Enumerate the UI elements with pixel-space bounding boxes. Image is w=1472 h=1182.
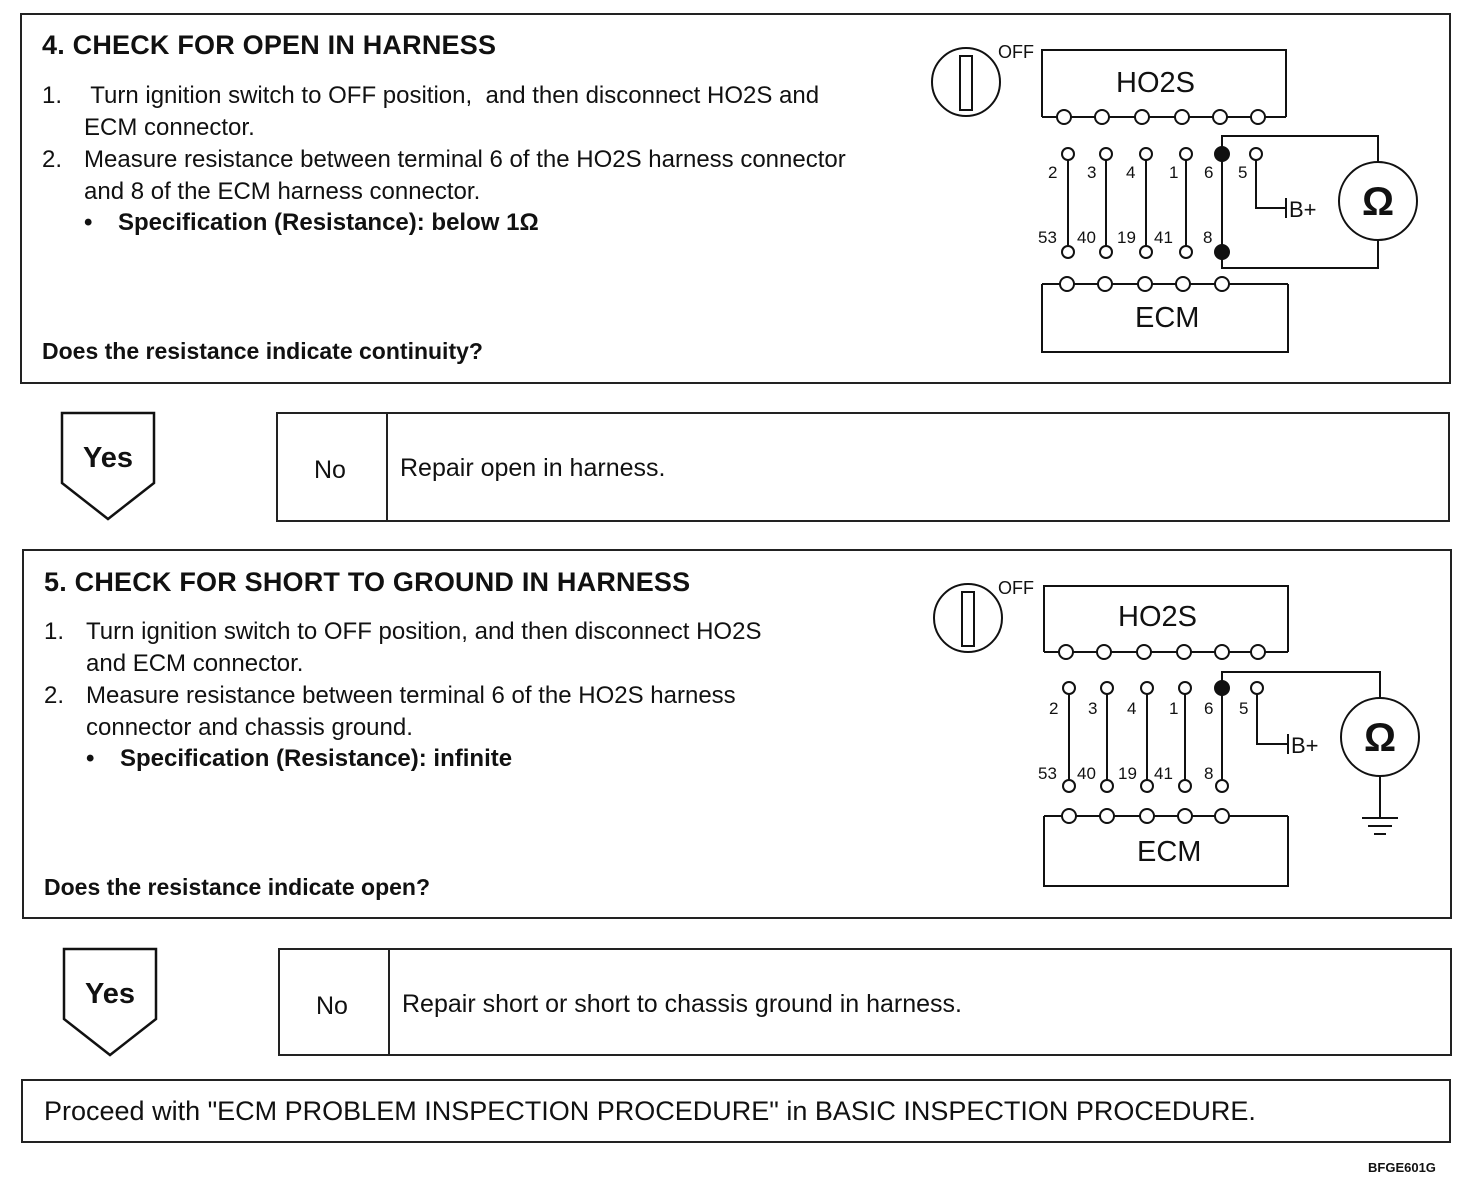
- yes-label: Yes: [85, 978, 135, 1010]
- terminal-label: 40: [1077, 764, 1096, 783]
- terminal-label: 1: [1169, 699, 1178, 718]
- figure-code: BFGE601G: [1368, 1160, 1436, 1175]
- battery-label: B+: [1289, 197, 1317, 222]
- terminal-label: 3: [1087, 163, 1096, 182]
- item-text-line: Turn ignition switch to OFF position, an…: [84, 82, 820, 109]
- step-4-no-action: Repair open in harness.: [400, 454, 666, 482]
- item-text-line: Measure resistance between terminal 6 of…: [86, 682, 736, 709]
- ground-icon: [1362, 817, 1398, 835]
- terminal-label: 1: [1169, 163, 1178, 182]
- ecm-label: ECM: [1137, 836, 1201, 868]
- step-5-panel: [22, 549, 1452, 919]
- terminal-label: 41: [1154, 228, 1173, 247]
- ecm-connector-box: [1043, 816, 1289, 887]
- step-5-no-action: Repair short or short to chassis ground …: [402, 990, 962, 1018]
- step-5-yes-arrow: Yes: [62, 947, 158, 1057]
- ignition-key-slot: [961, 591, 975, 647]
- ignition-switch-icon: [933, 583, 1003, 653]
- step-4-item-2: 2. Measure resistance between terminal 6…: [42, 144, 962, 208]
- step-5-title: 5. CHECK FOR SHORT TO GROUND IN HARNESS: [44, 567, 691, 597]
- no-label: No: [316, 992, 348, 1020]
- ho2s-connector-box: [1041, 49, 1287, 117]
- specification-text: Specification (Resistance): infinite: [120, 745, 513, 772]
- ohmmeter-icon: [1338, 161, 1418, 241]
- step-5-item-2: 2. Measure resistance between terminal 6…: [44, 680, 904, 744]
- step-4-wiring-diagram: OFF HO2S ECM Ω B+ 2 3 4 1 6 5 53 40 19 4…: [931, 42, 1418, 353]
- step-4-panel: [20, 13, 1451, 384]
- item-text-line: Measure resistance between terminal 6 of…: [84, 146, 846, 173]
- terminal-label: 19: [1117, 228, 1136, 247]
- terminal-label: 41: [1154, 764, 1173, 783]
- off-label: OFF: [998, 42, 1034, 62]
- terminal-label: 6: [1204, 163, 1213, 182]
- item-number: 1.: [44, 618, 65, 645]
- step-5-question: Does the resistance indicate open?: [44, 874, 431, 900]
- terminal-label: 2: [1049, 699, 1058, 718]
- terminal-label: 2: [1048, 163, 1057, 182]
- step-4-item-1: 1. Turn ignition switch to OFF position,…: [42, 80, 942, 144]
- terminal-label: 8: [1204, 764, 1213, 783]
- item-text-line: and 8 of the ECM harness connector.: [84, 178, 481, 205]
- ecm-connector-box: [1041, 284, 1289, 353]
- step-4-question: Does the resistance indicate continuity?: [42, 338, 483, 364]
- ignition-key-slot: [959, 55, 973, 111]
- final-procedure-text: Proceed with "ECM PROBLEM INSPECTION PRO…: [44, 1096, 1256, 1126]
- terminal-label: 6: [1204, 699, 1213, 718]
- item-text-line: and ECM connector.: [86, 650, 304, 677]
- terminal-label: 4: [1127, 699, 1136, 718]
- terminal-label: 8: [1203, 228, 1212, 247]
- item-number: 1.: [42, 82, 63, 109]
- step-4-yes-arrow: Yes: [60, 411, 156, 521]
- ignition-switch-icon: [931, 47, 1001, 117]
- ho2s-label: HO2S: [1116, 67, 1195, 99]
- terminal-label: 53: [1038, 228, 1057, 247]
- ohm-symbol: Ω: [1362, 180, 1394, 224]
- step-5-no-panel: [278, 948, 1452, 1056]
- bullet: •: [86, 745, 95, 772]
- step-5-specification: • Specification (Resistance): infinite: [86, 745, 686, 775]
- step-5-item-1: 1. Turn ignition switch to OFF position,…: [44, 616, 904, 680]
- terminal-label: 3: [1088, 699, 1097, 718]
- item-text-line: ECM connector.: [84, 114, 255, 141]
- step-4-no-panel: [276, 412, 1450, 522]
- divider: [388, 948, 390, 1056]
- ho2s-connector-box: [1043, 585, 1289, 652]
- step-4-specification: • Specification (Resistance): below 1Ω: [84, 209, 684, 239]
- step-5-wiring-diagram: OFF HO2S ECM Ω B+ 2 3 4 1 6 5 53 40 19 4…: [933, 578, 1420, 887]
- no-label: No: [314, 456, 346, 484]
- bullet: •: [84, 209, 93, 236]
- yes-label: Yes: [83, 442, 133, 474]
- terminal-label: 5: [1239, 699, 1248, 718]
- step-4-title: 4. CHECK FOR OPEN IN HARNESS: [42, 30, 497, 60]
- item-text-line: connector and chassis ground.: [86, 714, 413, 741]
- ecm-label: ECM: [1135, 302, 1199, 334]
- off-label: OFF: [998, 578, 1034, 598]
- divider: [386, 412, 388, 522]
- ohm-symbol: Ω: [1364, 716, 1396, 760]
- ho2s-label: HO2S: [1118, 601, 1197, 633]
- terminal-label: 53: [1038, 764, 1057, 783]
- terminal-label: 4: [1126, 163, 1135, 182]
- terminal-label: 40: [1077, 228, 1096, 247]
- item-number: 2.: [42, 146, 63, 173]
- final-procedure-panel: [21, 1079, 1451, 1143]
- battery-label: B+: [1291, 733, 1319, 758]
- terminal-label: 19: [1118, 764, 1137, 783]
- item-number: 2.: [44, 682, 65, 709]
- item-text-line: Turn ignition switch to OFF position, an…: [86, 618, 762, 645]
- terminal-label: 5: [1238, 163, 1247, 182]
- specification-text: Specification (Resistance): below 1Ω: [118, 209, 539, 236]
